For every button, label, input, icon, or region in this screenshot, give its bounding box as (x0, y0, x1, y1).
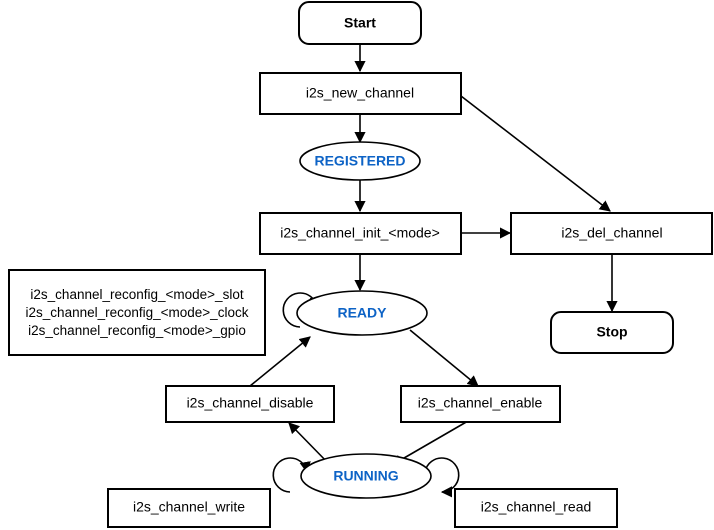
ready-shape (296, 290, 428, 336)
start-label: Start (344, 15, 376, 31)
edge-ready-to-channel-enable (409, 329, 479, 387)
channel-write-label: i2s_channel_write (133, 499, 245, 515)
node-channel-write[interactable]: i2s_channel_write (107, 488, 271, 528)
node-new-channel[interactable]: i2s_new_channel (259, 72, 462, 115)
node-reconfig[interactable]: i2s_channel_reconfig_<mode>_slot i2s_cha… (8, 269, 266, 356)
stop-label: Stop (596, 324, 627, 340)
reconfig-line-gpio: i2s_channel_reconfig_<mode>_gpio (28, 323, 246, 338)
node-running[interactable]: RUNNING (300, 453, 432, 499)
start-shape (298, 1, 422, 45)
channel-disable-shape (165, 385, 335, 423)
edge-running-self-loop-write (272, 457, 311, 493)
edge-running-to-channel-disable (288, 422, 331, 466)
node-channel-enable[interactable]: i2s_channel_enable (400, 385, 561, 423)
channel-write-shape (107, 488, 271, 528)
new-channel-label: i2s_new_channel (306, 85, 414, 101)
stop-shape (550, 311, 674, 354)
edge-new-channel-to-del-channel (460, 95, 611, 212)
node-stop[interactable]: Stop (550, 311, 674, 354)
node-del-channel[interactable]: i2s_del_channel (510, 212, 713, 255)
del-channel-shape (510, 212, 713, 255)
registered-shape (299, 141, 421, 181)
reconfig-line-slot: i2s_channel_reconfig_<mode>_slot (30, 287, 243, 302)
node-registered[interactable]: REGISTERED (299, 141, 421, 181)
channel-enable-shape (400, 385, 561, 423)
reconfig-line-clock: i2s_channel_reconfig_<mode>_clock (26, 305, 249, 320)
edge-channel-disable-to-ready (249, 336, 311, 387)
node-start[interactable]: Start (298, 1, 422, 45)
new-channel-shape (259, 72, 462, 115)
channel-disable-label: i2s_channel_disable (187, 395, 314, 411)
edge-running-self-loop-read (424, 457, 460, 498)
running-shape (300, 453, 432, 499)
ready-label: READY (337, 305, 387, 321)
del-channel-label: i2s_del_channel (561, 225, 662, 241)
reconfig-shape (8, 269, 266, 356)
node-channel-init[interactable]: i2s_channel_init_<mode> (259, 212, 462, 255)
channel-read-label: i2s_channel_read (481, 499, 592, 515)
channel-enable-label: i2s_channel_enable (418, 395, 543, 411)
registered-label: REGISTERED (314, 153, 405, 169)
running-label: RUNNING (333, 468, 398, 484)
node-channel-read[interactable]: i2s_channel_read (454, 488, 618, 528)
edge-ready-self-loop-reconfig (282, 292, 321, 328)
channel-init-shape (259, 212, 462, 255)
node-channel-disable[interactable]: i2s_channel_disable (165, 385, 335, 423)
node-ready[interactable]: READY (296, 290, 428, 336)
channel-read-shape (454, 488, 618, 528)
channel-init-label: i2s_channel_init_<mode> (280, 225, 440, 241)
